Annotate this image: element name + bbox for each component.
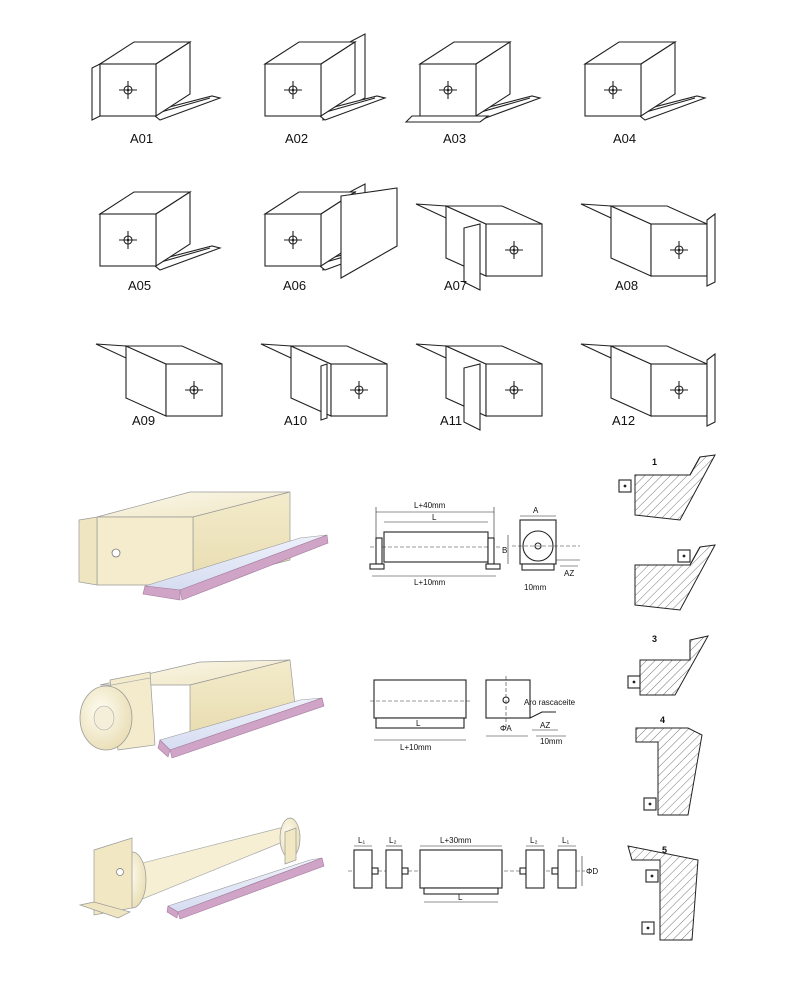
dim-l-plus-40: L+40mm [414,501,446,510]
install-number-4: 4 [660,715,665,725]
install-detail-5: 5 [627,845,699,941]
dim3-l1-left: L₁ [358,836,365,845]
model-label-a08: A08 [615,278,638,293]
model-sketch-a02: A02 [263,33,387,146]
dim3-l2-left: L₂ [389,836,397,845]
model-sketch-a12: A12 [580,343,716,428]
dim-b: B [502,546,507,555]
dim2-10mm: 10mm [540,737,563,746]
dim2-l: L [416,719,421,728]
model-label-a11: A11 [440,413,462,428]
dim-l: L [432,513,437,522]
dim3-l-plus-30: L+30mm [440,836,472,845]
model-label-a09: A09 [132,413,155,428]
dim2-l-plus-10: L+10mm [400,743,432,752]
dimension-drawing-3: L₁ L₂ L+30mm L L₂ L₁ ΦD [348,836,598,903]
dim-a: A [533,506,539,515]
dim-10mm: 10mm [524,583,547,592]
model-label-a03: A03 [443,131,466,146]
dim3-phi-d: ΦD [586,867,598,876]
dim3-l2-right: L₂ [530,836,538,845]
model-label-a06: A06 [283,278,306,293]
skimmer-illustration-1 [78,491,329,601]
install-number-3: 3 [652,634,657,644]
model-sketch-a05: A05 [98,190,222,293]
model-sketch-a11: A11 [415,343,543,431]
model-sketch-a09: A09 [95,343,223,428]
dimension-drawing-1: L+40mm L L+10mm A B AZ 10mm [369,501,580,592]
install-number-5: 5 [662,845,667,855]
model-sketch-a10: A10 [260,343,388,428]
dim2-aro-rascaceite: Aro rascaceite [524,698,576,707]
model-sketch-a01: A01 [91,40,222,146]
dim3-l: L [458,893,463,902]
model-label-a05: A05 [128,278,151,293]
model-sketch-a04: A04 [583,40,707,146]
dim3-l1-right: L₁ [562,836,569,845]
install-detail-1: 1 [618,454,716,521]
install-number-1: 1 [652,457,657,467]
model-label-a01: A01 [130,131,153,146]
dim-az: AZ [564,569,574,578]
model-sketch-a07: A07 [415,203,543,293]
dim2-az: AZ [540,721,550,730]
model-sketch-a08: A08 [580,203,716,293]
model-label-a10: A10 [284,413,307,428]
model-label-a07: A07 [444,278,467,293]
model-label-a12: A12 [612,413,635,428]
model-label-a04: A04 [613,131,636,146]
skimmer-illustration-2 [79,659,325,759]
model-sketch-a06: A06 [263,183,398,293]
dimension-drawing-2: L L+10mm ΦA Aro rascaceite AZ 10mm [370,676,576,752]
dim-l-plus-10: L+10mm [414,578,446,587]
model-sketch-a03: A03 [404,40,542,146]
install-detail-2 [634,544,716,611]
install-detail-4: 4 [635,715,703,816]
dim2-phi-a: ΦA [500,724,512,733]
skimmer-illustration-3 [78,817,325,920]
install-detail-3: 3 [627,634,709,696]
model-label-a02: A02 [285,131,308,146]
